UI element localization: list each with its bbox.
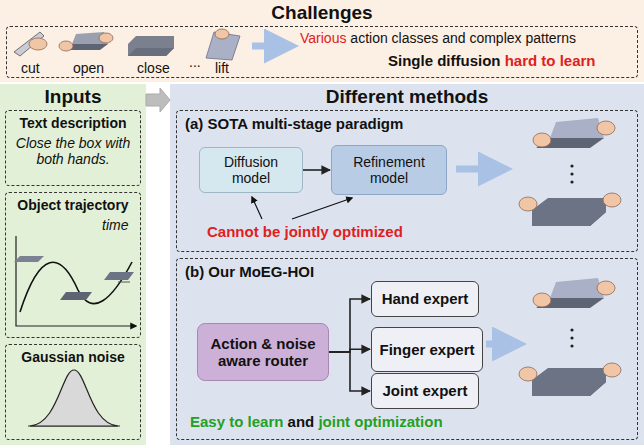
note-text: action classes and complex patterns — [350, 30, 576, 46]
note-text: and — [288, 413, 315, 430]
note-line: Variousaction classes and complex patter… — [300, 30, 580, 46]
node-title: Joint expert — [376, 382, 473, 399]
node-text: open — [73, 60, 104, 76]
note-line: Easy to learn andjoint optimization — [190, 413, 447, 430]
block-arrow — [146, 88, 170, 112]
note-text: Easy to learn — [190, 413, 283, 430]
expert-box: Hand expert — [371, 281, 479, 317]
process-box: Refinement model — [331, 145, 447, 195]
node-text: Cannot be jointly optimized — [207, 223, 403, 240]
method-group-box: (b) Our MoEG-HOI Action & noise aware rou… — [176, 258, 638, 440]
node-title: (b) Our MoEG-HOI — [185, 263, 314, 280]
node-title: (a) SOTA multi-stage paradigm — [185, 115, 403, 132]
node-title: Finger expert — [373, 341, 480, 358]
node-title: Hand expert — [376, 290, 475, 307]
methods-panel: Different methods(a) SOTA multi-stage pa… — [170, 84, 644, 445]
method-group-box: (a) SOTA multi-stage paradigmCannot be j… — [176, 110, 638, 252]
inputs-panel: InputsText descriptionClose the box with… — [0, 84, 146, 445]
expert-box: Joint expert — [371, 373, 479, 409]
node-text: lift — [215, 60, 229, 76]
node-title: Gaussian noise — [9, 349, 137, 365]
note-text: joint optimization — [318, 413, 442, 430]
note-text: Single diffusion — [388, 52, 501, 69]
note-text: Various — [300, 30, 346, 46]
node-text: ... — [189, 54, 201, 70]
node-title: Challenges — [3, 2, 641, 24]
node-title: Refinement model — [332, 154, 446, 186]
node-title: Different methods — [173, 86, 641, 108]
node-title: cut — [21, 60, 40, 76]
node-text: Close the box with both hands. — [9, 135, 137, 167]
input-box: Gaussian noise — [5, 344, 141, 440]
node-title: Inputs — [3, 86, 143, 108]
input-box: Text descriptionClose the box with both … — [5, 110, 141, 186]
node-title: Action & noise aware router — [198, 335, 328, 370]
node-text: close — [137, 60, 170, 76]
router-box: Action & noise aware router — [197, 323, 329, 381]
node-text: time — [102, 217, 128, 233]
node-title: Diffusion model — [200, 154, 302, 186]
node-title: Object trajectory — [9, 197, 137, 213]
node-title: Text description — [9, 115, 137, 131]
process-box: Diffusion model — [199, 147, 303, 193]
input-box: Object trajectory time — [5, 192, 141, 338]
note-line: Single diffusionhard to learn — [388, 52, 600, 69]
expert-box: Finger expert — [371, 327, 483, 372]
note-text: hard to learn — [505, 52, 596, 69]
